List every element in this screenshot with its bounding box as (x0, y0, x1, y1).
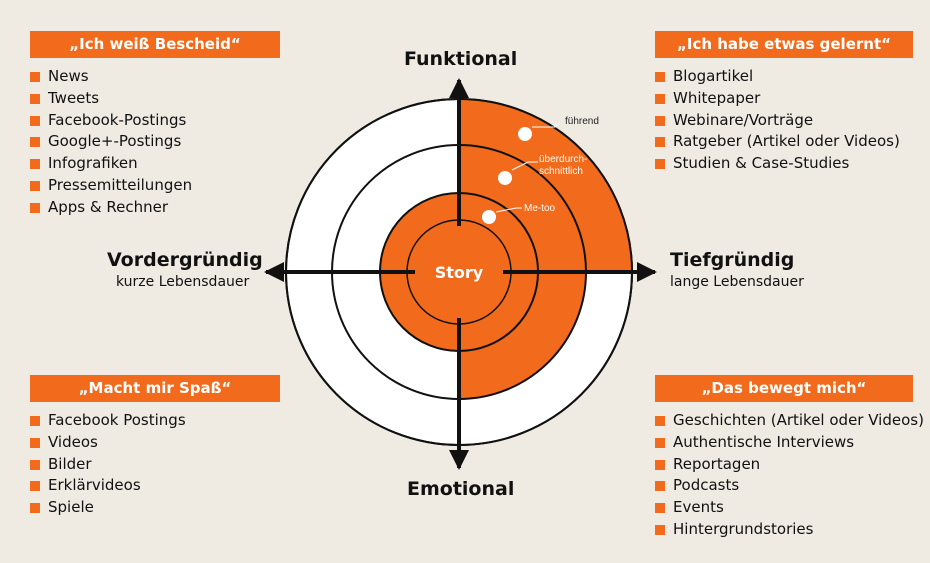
quadrant-header: „Ich weiß Bescheid“ (30, 31, 280, 58)
marker-ueberdurchschnittlich (498, 171, 512, 185)
axis-sublabel-left: kurze Lebensdauer (116, 274, 250, 290)
list-item: Whitepaper (655, 88, 913, 110)
list-item: Authentische Interviews (655, 432, 913, 454)
list-item: Pressemitteilungen (30, 175, 280, 197)
quadrant-list: Geschichten (Artikel oder Videos) Authen… (655, 410, 924, 541)
list-item: News (30, 66, 280, 88)
level-label-ueberdurchschnittlich-1: überdurch- (539, 154, 587, 165)
list-item: Facebook Postings (30, 410, 280, 432)
list-item: Events (655, 497, 913, 519)
quadrant-header: „Ich habe etwas gelernt“ (655, 31, 913, 58)
quadrant-top-right: „Ich habe etwas gelernt“ Blogartikel Whi… (655, 31, 913, 175)
axis-sublabel-right: lange Lebensdauer (670, 274, 804, 290)
list-item: Tweets (30, 88, 280, 110)
center-label: Story (435, 263, 484, 282)
level-label-metoo: Me-too (524, 203, 556, 214)
list-item: Blogartikel (655, 66, 913, 88)
list-item: Infografiken (30, 153, 280, 175)
quadrant-list: News Tweets Facebook-Postings Google+-Po… (30, 66, 280, 219)
list-item: Spiele (30, 497, 280, 519)
quadrant-bottom-left: „Macht mir Spaß“ Facebook Postings Video… (30, 375, 280, 519)
axis-label-left: Vordergründig (107, 249, 263, 271)
quadrant-list: Blogartikel Whitepaper Webinare/Vorträge… (655, 66, 913, 175)
list-item: Reportagen (655, 454, 913, 476)
list-item: Webinare/Vorträge (655, 110, 913, 132)
quadrant-header: „Das bewegt mich“ (655, 375, 913, 402)
list-item: Facebook-Postings (30, 110, 280, 132)
quadrant-top-left: „Ich weiß Bescheid“ News Tweets Facebook… (30, 31, 280, 219)
quadrant-list: Facebook Postings Videos Bilder Erklärvi… (30, 410, 280, 519)
axis-label-top: Funktional (404, 48, 518, 70)
list-item: Google+-Postings (30, 131, 280, 153)
marker-fuehrend (518, 127, 532, 141)
list-item: Geschichten (Artikel oder Videos) (655, 410, 924, 432)
axis-label-bottom: Emotional (407, 478, 515, 500)
level-label-fuehrend: führend (565, 116, 599, 127)
list-item: Studien & Case-Studies (655, 153, 913, 175)
list-item: Hintergrundstories (655, 519, 913, 541)
list-item: Erklärvideos (30, 475, 280, 497)
list-item: Podcasts (655, 475, 913, 497)
list-item: Ratgeber (Artikel oder Videos) (655, 131, 913, 153)
quadrant-header: „Macht mir Spaß“ (30, 375, 280, 402)
marker-metoo (482, 210, 496, 224)
axis-label-right: Tiefgründig (670, 249, 795, 271)
level-label-ueberdurchschnittlich-2: schnittlich (539, 166, 583, 177)
list-item: Bilder (30, 454, 280, 476)
list-item: Apps & Rechner (30, 197, 280, 219)
list-item: Videos (30, 432, 280, 454)
quadrant-bottom-right: „Das bewegt mich“ Geschichten (Artikel o… (655, 375, 924, 541)
